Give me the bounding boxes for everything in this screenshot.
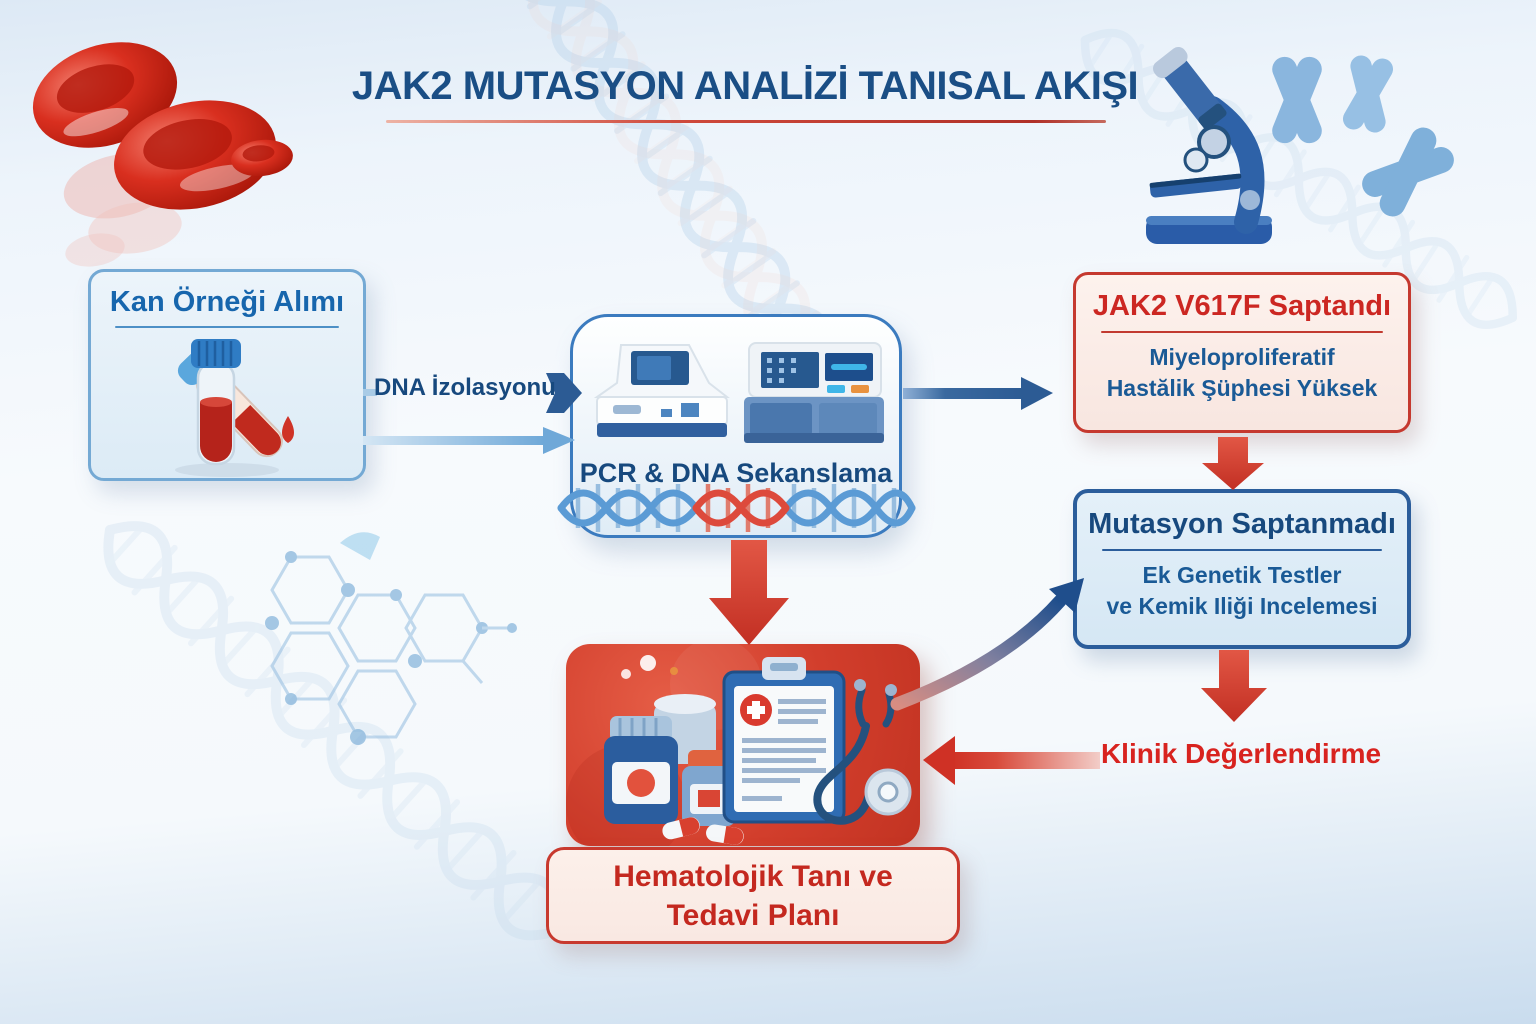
treatment-illustration-panel [566,644,920,846]
jak2-detected-title: JAK2 V617F Saptandı [1092,290,1392,322]
arrow-clinical-to-panel [923,736,1100,785]
node-jak2-detected: JAK2 V617F Saptandı Miyeloproliferatif H… [1073,272,1411,433]
arrow-pcr-to-panel [709,540,789,645]
node-no-mutation: Mutasyon Saptanmadı Ek Genetik Testler v… [1073,489,1411,649]
no-mutation-subtitle-line1: Ek Genetik Testler [1142,562,1342,588]
blood-sample-label: Kan Örneği Alımı [109,286,345,318]
arrow-pcr-to-jak2 [903,377,1053,410]
medicine-pills-icon [662,817,744,845]
hematology-plan-line2: Tedavi Planı [666,898,840,932]
no-mutation-title: Mutasyon Saptanmadı [1088,508,1396,540]
dna-helix-icon [557,484,916,532]
blood-tube-icon [175,339,294,477]
no-mutation-subtitle: Ek Genetik Testler ve Kemik Iliği Incele… [1077,560,1407,622]
arrow-blood-to-pcr [363,427,575,454]
arrow-nomutation-to-clinical [1201,650,1267,722]
molecule-hexagon-icon [265,532,517,745]
stethoscope-icon [813,679,912,825]
dna-isolation-label: DNA İzolasyonu [374,374,556,401]
arrow-panel-to-nomutation [890,578,1084,711]
medical-clipboard-icon [722,657,846,824]
blood-sample-rule [115,326,339,328]
red-blood-cells-icon [32,42,293,267]
dna-helix-icon [90,508,576,954]
pill-bottle-icon [604,716,678,824]
jak2-detected-rule [1100,331,1384,333]
hematology-plan-line1: Hematolojik Tanı ve [613,859,893,893]
chromosome-icon [1268,50,1465,228]
treatment-illustration [566,644,912,846]
blood-drop-icon [282,416,294,443]
no-mutation-subtitle-line2: ve Kemik Iliği Incelemesi [1106,593,1378,620]
node-hematology-plan: Hematolojik Tanı ve Tedavi Planı [546,847,960,944]
jak2-detected-subtitle: Miyeloproliferatif Hastălik Şüphesi Yüks… [1076,342,1408,404]
arrow-jak2-to-nomutation [1202,437,1264,490]
page-title: JAK2 MUTASYON ANALİZİ TANISAL AKIŞI [351,64,1139,108]
no-mutation-rule [1101,549,1383,551]
pcr-machine-icon [593,344,730,437]
node-blood-sample: Kan Örneği Alımı [88,269,366,481]
hematology-plan-label: Hematolojik Tanı ve Tedavi Planı [613,857,893,935]
clinical-evaluation-label: Klinik Değerlendirme [1100,738,1382,769]
lab-machines [593,342,884,443]
dna-sequencer-icon [744,342,884,443]
jak2-subtitle-line1: Miyeloproliferatif [1149,344,1335,370]
title-underline [386,120,1106,123]
jak2-subtitle-line2: Hastălik Şüphesi Yüksek [1106,375,1378,402]
sparkle-dots [621,655,678,679]
